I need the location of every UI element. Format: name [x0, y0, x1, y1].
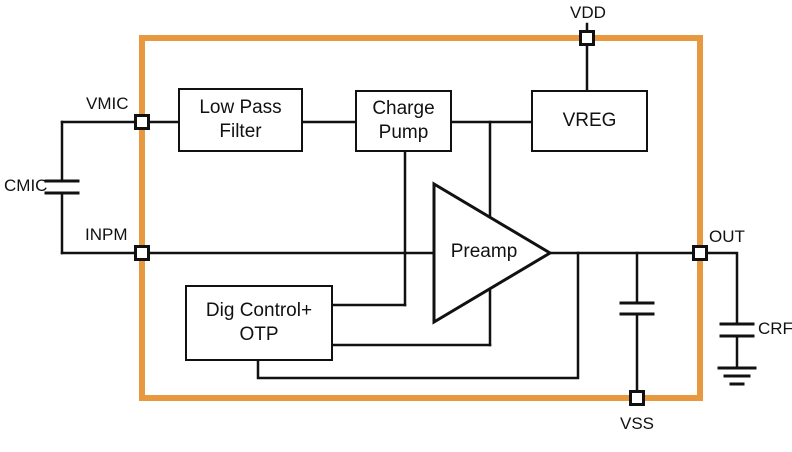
preamp-triangle	[432, 181, 553, 325]
pin-label-out: OUT	[709, 227, 745, 246]
pin-label-vss: VSS	[620, 414, 655, 433]
pin-label-vdd: VDD	[570, 3, 606, 22]
chip-boundary	[139, 35, 703, 401]
block-dig-control-otp: Dig Control+ OTP	[185, 285, 333, 361]
component-label-cmic: CMIC	[4, 176, 48, 195]
wire-feedback-to-digcontrol	[256, 251, 580, 380]
pin-label-vmic: VMIC	[86, 94, 129, 113]
component-label-crf: CRF	[758, 319, 792, 338]
pin-inpm-marker	[134, 245, 150, 261]
pin-vss-marker	[629, 390, 645, 406]
pin-vdd-marker	[579, 30, 595, 46]
wires	[44, 22, 757, 400]
block-charge-pump: Charge Pump	[355, 90, 452, 152]
block-low-pass-filter: Low Pass Filter	[178, 88, 303, 152]
pin-out-marker	[692, 245, 708, 261]
wire-out-to-crf	[697, 251, 739, 326]
block-vreg: VREG	[531, 90, 648, 152]
pin-vmic-marker	[134, 114, 150, 130]
pin-markers	[134, 30, 708, 406]
pin-label-inpm: INPM	[85, 225, 128, 244]
block-preamp-label: Preamp	[450, 241, 518, 262]
